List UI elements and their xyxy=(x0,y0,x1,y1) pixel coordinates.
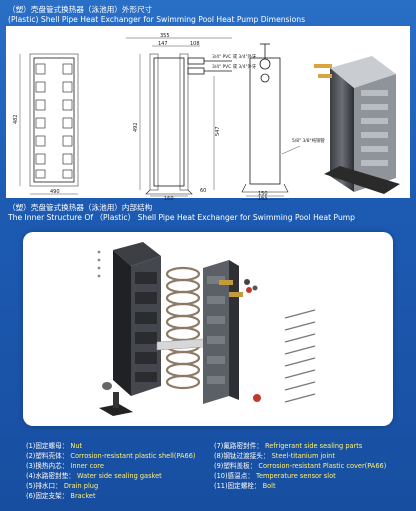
plastic-shell-drawing xyxy=(113,242,161,396)
front-bottom-label: 160 xyxy=(164,196,174,200)
exploded-view-svg xyxy=(97,242,316,416)
tube-note: 5/8" 3/8"纯铜管 xyxy=(292,137,325,144)
dimension-drawings-svg: 482 490 355 147 108 492 547 160 60 3/4" … xyxy=(6,26,410,202)
callout-2: (2) xyxy=(27,284,37,292)
left-view-drawing xyxy=(19,53,79,195)
dimensions-title-cn: （塑）壳盘管式换热器（泳池用）外形尺寸 xyxy=(8,5,153,14)
right-bottom-a-label: 150 xyxy=(258,191,268,197)
legend-item-4: (4)水路密封垫： Water side sealing gasket xyxy=(26,472,162,480)
left-height-label: 482 xyxy=(13,114,19,124)
bolts-drawing xyxy=(284,309,316,403)
product-render xyxy=(314,56,400,194)
legend-item-1: (1)固定螺母： Nut xyxy=(26,442,83,450)
legend-item-10: (10)感温点： Temperature sensor slot xyxy=(214,472,336,480)
callout-4: (4) xyxy=(27,361,37,369)
structure-title-en: The Inner Structure Of （Plastic） Shell P… xyxy=(8,213,355,222)
callout-6: (6) xyxy=(27,407,37,415)
dimensions-title-en: (Plastic) Shell Pipe Heat Exchanger for … xyxy=(8,15,306,24)
legend-item-9: (9)塑料盖板： Corrosion-resistant Plastic cov… xyxy=(214,462,387,470)
temperature-sensor-drawing xyxy=(253,394,261,402)
front-height-right-label: 547 xyxy=(215,126,221,136)
legend-item-2: (2)塑料壳体： Corrosion-resistant plastic she… xyxy=(26,452,196,460)
structure-title: （塑）壳盘管式换热器（泳池用）内部结构 The Inner Structure … xyxy=(8,203,355,223)
left-width-label: 490 xyxy=(50,189,60,195)
legend-item-8: (8)钢钛过渡接头： Steel-titanium joint xyxy=(214,452,335,460)
inner-core-drawing xyxy=(165,266,201,390)
front-bottom-right-label: 60 xyxy=(200,188,206,194)
dimension-drawings: 482 490 355 147 108 492 547 160 60 3/4" … xyxy=(0,24,416,202)
dimensions-title: （塑）壳盘管式换热器（泳池用）外形尺寸 (Plastic) Shell Pipe… xyxy=(8,5,305,25)
pipe-label-2: 3/4" PVC 或 3/4"外牙 xyxy=(212,63,257,70)
front-top-inner2-label: 108 xyxy=(190,41,200,47)
front-top-inner-label: 147 xyxy=(158,41,168,47)
callout-10: (10) xyxy=(376,397,390,405)
legend-left-column: (1)固定螺母： Nut (2)塑料壳体： Corrosion-resistan… xyxy=(26,441,196,501)
legend-item-6: (6)固定支架： Bracket xyxy=(26,492,96,500)
legend-item-11: (11)固定螺栓： Bolt xyxy=(214,482,276,490)
right-bottom-b-label: 165 xyxy=(258,196,268,201)
callout-9: (9) xyxy=(376,341,386,349)
front-top-total-label: 355 xyxy=(160,33,170,39)
callout-5: (5) xyxy=(27,386,37,394)
callout-7: (7) xyxy=(376,279,386,287)
steel-titanium-joint-drawing xyxy=(219,279,258,297)
drain-plug-drawing xyxy=(102,382,112,390)
legend-item-7: (7)氟路密封件： Refrigerant side sealing parts xyxy=(214,442,363,450)
callout-8: (8) xyxy=(376,295,386,303)
front-height-label: 492 xyxy=(133,122,139,132)
nuts-drawing xyxy=(97,250,101,278)
structure-title-cn: （塑）壳盘管式换热器（泳池用）内部结构 xyxy=(8,203,153,212)
legend-right-column: (7)氟路密封件： Refrigerant side sealing parts… xyxy=(214,441,386,491)
front-view-drawing xyxy=(126,37,232,197)
legend-item-5: (5)排水口： Drain plug xyxy=(26,482,99,490)
callout-11: (11) xyxy=(376,413,390,421)
callout-1: (1) xyxy=(27,244,37,252)
pipe-label-1: 3/4" PVC 或 3/4"外牙 xyxy=(212,53,257,60)
bracket-drawing xyxy=(99,392,133,416)
legend-item-3: (3)换热内芯： Inner core xyxy=(26,462,104,470)
callout-3: (3) xyxy=(27,322,37,330)
exploded-view-panel xyxy=(23,232,393,426)
